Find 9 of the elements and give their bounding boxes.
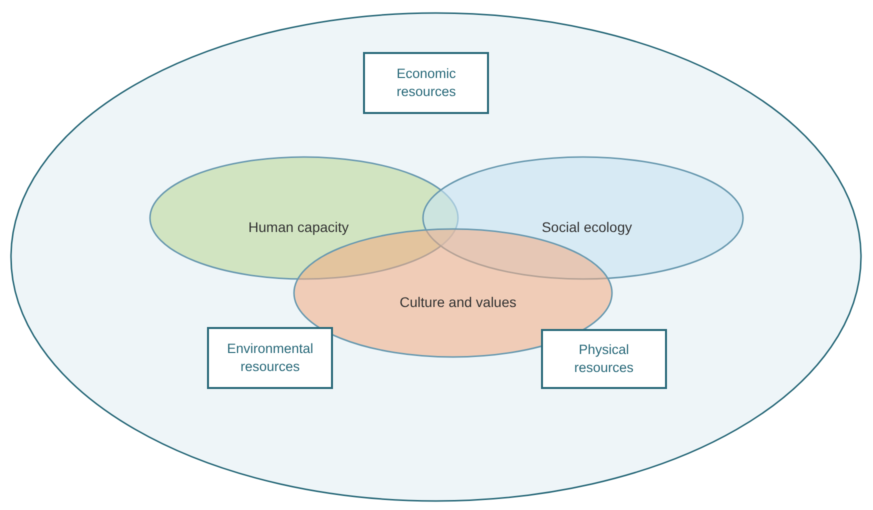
ellipse-label: Human capacity xyxy=(248,219,349,236)
box-label: Environmental resources xyxy=(226,340,314,376)
resource-box xyxy=(363,52,490,114)
resource-box xyxy=(207,327,334,390)
ellipse-label: Culture and values xyxy=(400,294,516,310)
box-label: Economic resources xyxy=(396,65,457,102)
ellipse-label: Social ecology xyxy=(542,219,632,236)
resource-box xyxy=(540,329,667,390)
box-label: Physical resources xyxy=(573,340,635,378)
